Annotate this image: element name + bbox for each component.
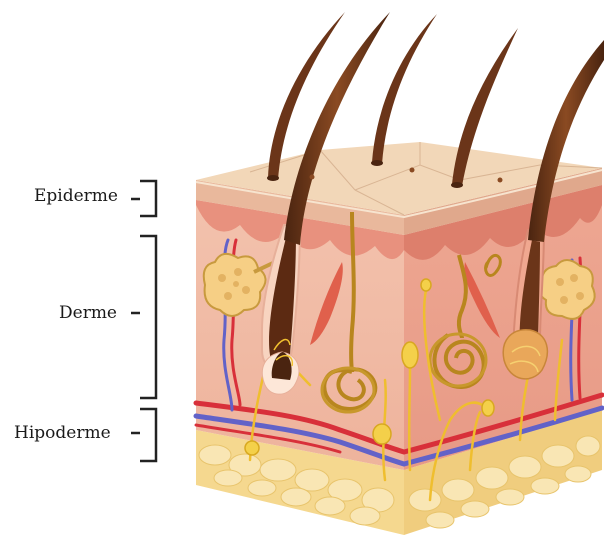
- dermis-bracket-icon: [131, 236, 156, 398]
- layer-brackets: [131, 181, 156, 461]
- hypodermis-bracket-icon: [131, 409, 156, 461]
- epidermis-label: Epiderme: [34, 186, 118, 206]
- dermis-label: Derme: [59, 303, 117, 323]
- epidermis-bracket-icon: [131, 181, 156, 216]
- hypodermis-label: Hipoderme: [14, 423, 111, 443]
